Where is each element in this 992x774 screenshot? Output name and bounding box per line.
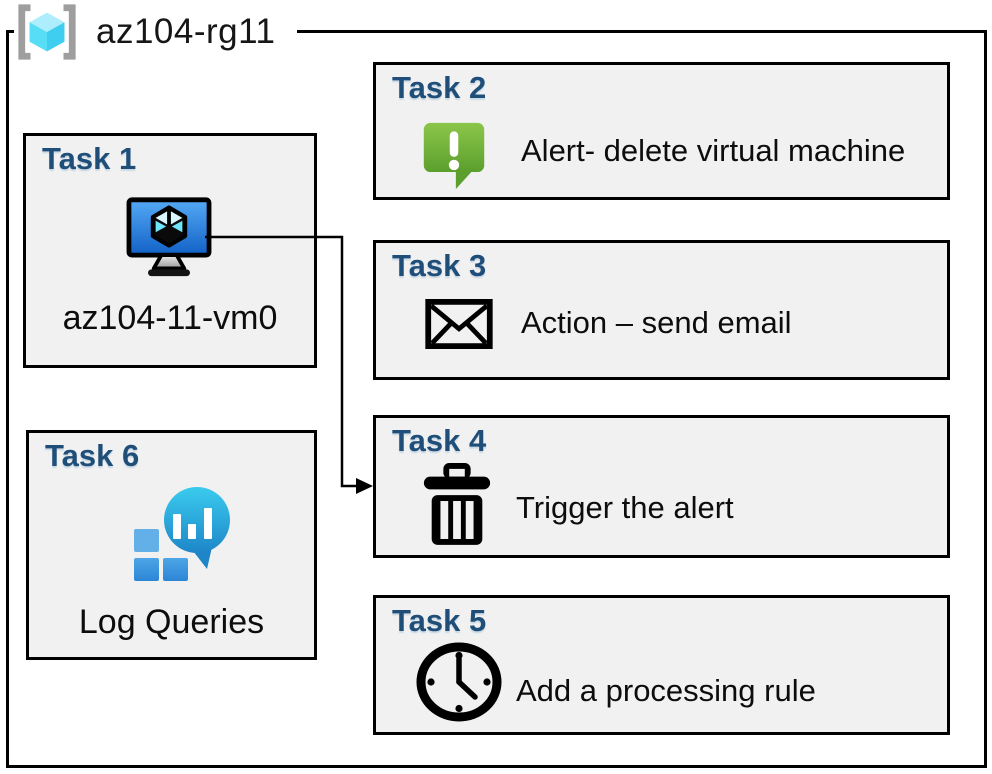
task4-box: Task 4 Trigger the alert xyxy=(373,415,950,558)
resource-group-header: az104-rg11 xyxy=(14,2,298,62)
alert-icon xyxy=(423,122,485,189)
task4-title: Task 4 xyxy=(392,423,487,458)
resource-group-label: az104-rg11 xyxy=(96,12,276,51)
task6-title: Task 6 xyxy=(45,438,140,473)
task2-title: Task 2 xyxy=(392,70,487,105)
virtual-machine-icon xyxy=(126,197,212,277)
task4-label: Trigger the alert xyxy=(516,490,734,525)
task1-vm-name: az104-11-vm0 xyxy=(62,299,278,337)
task2-label: Alert- delete virtual machine xyxy=(521,133,906,168)
task1-box: Task 1 az104-11-vm0 xyxy=(23,133,317,368)
task6-label: Log Queries xyxy=(78,603,265,641)
clock-icon xyxy=(416,642,502,722)
task3-box: Task 3 Action – send email xyxy=(373,240,950,380)
email-icon xyxy=(425,299,493,349)
trash-icon xyxy=(423,463,491,545)
task1-title: Task 1 xyxy=(42,141,137,176)
task3-title: Task 3 xyxy=(392,248,487,283)
task6-box: Task 6 Log Queries xyxy=(26,430,317,660)
task2-box: Task 2 Alert- delete virtual machine xyxy=(373,62,950,200)
task3-label: Action – send email xyxy=(521,305,792,340)
log-queries-icon xyxy=(134,487,230,581)
resource-group-icon xyxy=(18,4,76,60)
task5-label: Add a processing rule xyxy=(516,673,816,708)
task5-box: Task 5 Add a processing rule xyxy=(373,595,950,735)
task5-title: Task 5 xyxy=(392,603,487,638)
